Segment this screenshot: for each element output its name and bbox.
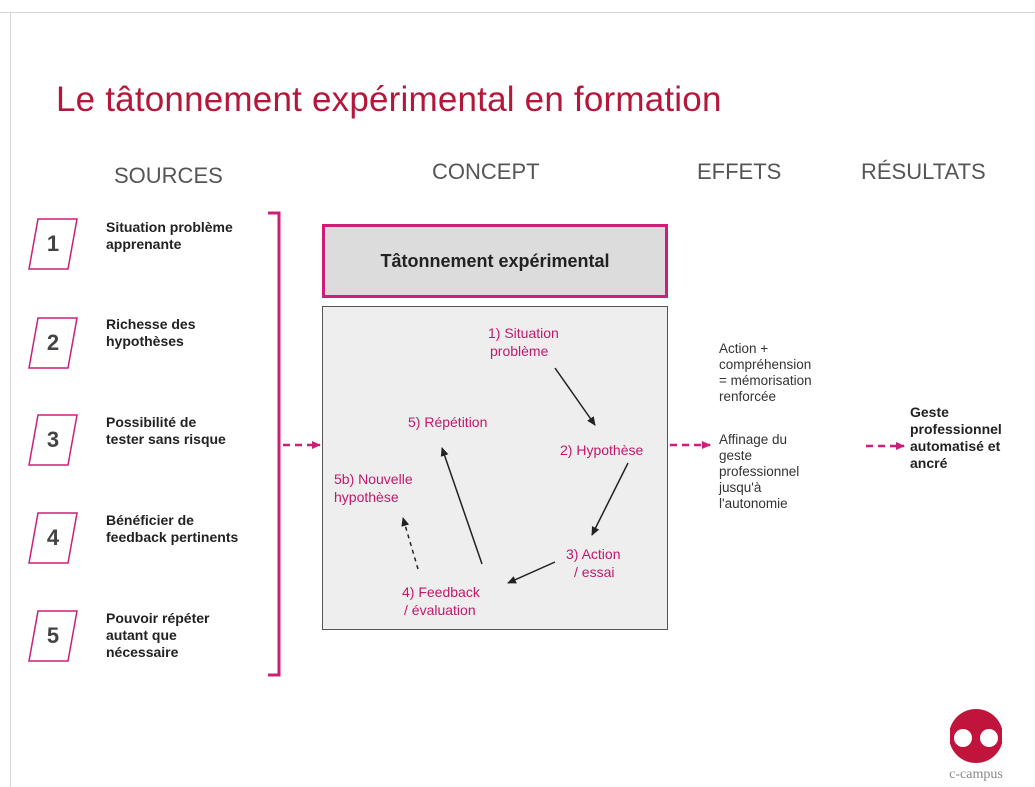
effect-line: renforcée bbox=[719, 389, 777, 404]
step-line: 5) Répétition bbox=[408, 414, 488, 430]
source-box-2: 2 bbox=[28, 317, 78, 369]
column-heading-concept: CONCEPT bbox=[432, 159, 540, 184]
c-campus-logo: c-campus bbox=[926, 708, 1026, 787]
parallelogram-frame bbox=[28, 512, 78, 564]
source-text-line: hypothèses bbox=[106, 333, 184, 349]
effect-line: l'autonomie bbox=[719, 496, 788, 511]
effect-line: compréhension bbox=[719, 357, 812, 372]
concept-title: Tâtonnement expérimental bbox=[380, 251, 610, 271]
source-text-line: autant que bbox=[106, 627, 177, 643]
arrow-action-to-feedback bbox=[507, 561, 556, 584]
logo-mark-icon bbox=[934, 709, 1018, 763]
step-action-essai: 3) Action / essai bbox=[566, 545, 620, 581]
source-text-4: Bénéficier de feedback pertinents bbox=[106, 512, 276, 546]
source-text-line: Possibilité de bbox=[106, 414, 197, 430]
concept-title-box: Tâtonnement expérimental bbox=[322, 224, 668, 298]
slide-left-border bbox=[10, 12, 11, 787]
effect-line: geste bbox=[719, 448, 753, 463]
parallelogram-frame bbox=[28, 414, 78, 466]
step-line: 3) Action bbox=[566, 546, 621, 562]
column-heading-resultats: RÉSULTATS bbox=[861, 159, 986, 184]
step-line: 2) Hypothèse bbox=[560, 442, 644, 458]
result-line: Geste bbox=[910, 404, 949, 420]
step-repetition: 5) Répétition bbox=[408, 413, 487, 431]
effect-line: = mémorisation bbox=[719, 373, 812, 388]
source-number-3: 3 bbox=[46, 427, 60, 452]
source-number-2: 2 bbox=[46, 330, 60, 355]
slide-title: Le tâtonnement expérimental en formation bbox=[56, 80, 722, 119]
effect-line: jusqu'à bbox=[719, 480, 762, 495]
source-box-1: 1 bbox=[28, 218, 78, 270]
step-nouvelle-hypothese: 5b) Nouvelle hypothèse bbox=[334, 470, 413, 506]
source-text-3: Possibilité de tester sans risque bbox=[106, 414, 276, 448]
result-line: automatisé et bbox=[910, 438, 1001, 454]
parallelogram-frame bbox=[28, 610, 78, 662]
step-hypothese: 2) Hypothèse bbox=[560, 441, 643, 459]
step-feedback-evaluation: 4) Feedback / évaluation bbox=[402, 583, 480, 619]
source-text-2: Richesse des hypothèses bbox=[106, 316, 276, 350]
source-text-line: Richesse des bbox=[106, 316, 196, 332]
source-text-line: Bénéficier de bbox=[106, 512, 194, 528]
cycle-box bbox=[322, 306, 668, 630]
step-line: 5b) Nouvelle bbox=[334, 471, 413, 487]
source-number-4: 4 bbox=[46, 525, 60, 550]
source-text-line: feedback pertinents bbox=[106, 529, 239, 545]
source-text-line: Pouvoir répéter bbox=[106, 610, 210, 626]
arrow-feedback-to-nouvelle-hypothese bbox=[401, 517, 419, 570]
source-number-1: 1 bbox=[46, 231, 60, 256]
source-text-5: Pouvoir répéter autant que nécessaire bbox=[106, 610, 276, 661]
parallelogram-frame bbox=[28, 218, 78, 270]
source-text-line: nécessaire bbox=[106, 644, 179, 660]
column-heading-sources: SOURCES bbox=[114, 163, 223, 188]
step-line: 4) Feedback bbox=[402, 584, 480, 600]
sources-bracket bbox=[268, 211, 281, 677]
parallelogram-frame bbox=[28, 317, 78, 369]
source-box-4: 4 bbox=[28, 512, 78, 564]
effect-affinage: Affinage du geste professionnel jusqu'à … bbox=[719, 432, 859, 512]
column-heading-effets: EFFETS bbox=[697, 159, 782, 184]
source-text-line: tester sans risque bbox=[106, 431, 226, 447]
effect-memorisation: Action + compréhension = mémorisation re… bbox=[719, 341, 859, 405]
arrow-situation-to-hypothese bbox=[554, 367, 596, 426]
step-line: / essai bbox=[574, 564, 615, 580]
step-line: 1) Situation bbox=[488, 325, 559, 341]
source-text-line: apprenante bbox=[106, 236, 182, 252]
effect-line: Action + bbox=[719, 341, 769, 356]
result-line: professionnel bbox=[910, 421, 1002, 437]
effect-line: Affinage du bbox=[719, 432, 788, 447]
result-geste-professionnel: Geste professionnel automatisé et ancré bbox=[910, 404, 1030, 472]
result-line: ancré bbox=[910, 455, 948, 471]
slide-top-border bbox=[0, 12, 1035, 13]
arrow-feedback-to-repetition bbox=[440, 447, 483, 565]
step-line: problème bbox=[490, 343, 549, 359]
step-situation-probleme: 1) Situation problème bbox=[488, 324, 559, 360]
source-number-5: 5 bbox=[46, 623, 60, 648]
effect-line: professionnel bbox=[719, 464, 800, 479]
logo-text: c-campus bbox=[949, 767, 1003, 782]
step-line: hypothèse bbox=[334, 489, 399, 505]
arrow-hypothese-to-action bbox=[591, 462, 629, 536]
source-text-line: Situation problème bbox=[106, 219, 233, 235]
source-box-5: 5 bbox=[28, 610, 78, 662]
source-text-1: Situation problème apprenante bbox=[106, 219, 276, 253]
step-line: / évaluation bbox=[404, 602, 476, 618]
source-box-3: 3 bbox=[28, 414, 78, 466]
